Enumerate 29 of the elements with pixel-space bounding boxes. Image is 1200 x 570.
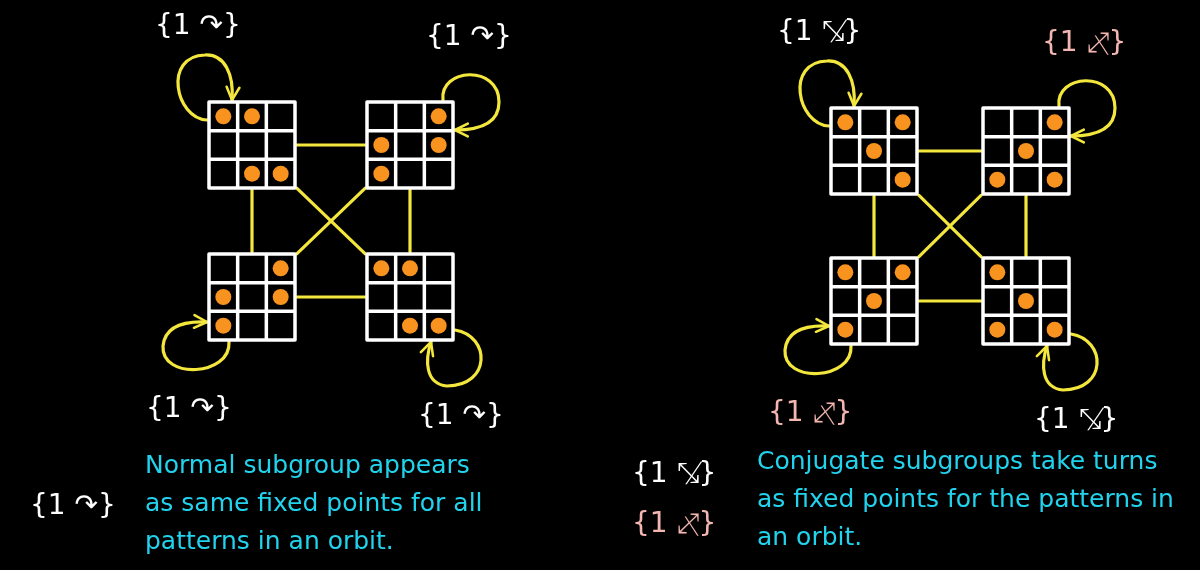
loop-arrow (176, 53, 241, 122)
set-notation: {1 ⤢⃥} (632, 505, 717, 541)
connector-line (295, 295, 367, 299)
pattern-grid (981, 106, 1071, 196)
loop-arrow (419, 328, 483, 388)
loop-arrow (798, 59, 863, 128)
connector-line (250, 188, 254, 254)
pattern-grid (829, 256, 919, 346)
connector-line (917, 299, 983, 303)
pattern-grid (207, 100, 297, 190)
note-text: Conjugate subgroups take turns as fixed points for the patterns in an orbit. (757, 445, 1175, 553)
set-notation: {1 ⤡̸} (632, 455, 717, 491)
loop-arrow (783, 318, 853, 376)
note-text: Normal subgroup appears as same fixed points for all patterns in an orbit. (145, 449, 484, 557)
loop-arrow (441, 73, 501, 138)
loop-arrow (161, 314, 231, 372)
pattern-grid (829, 106, 919, 196)
connector-line (408, 188, 412, 254)
pattern-grid (365, 252, 455, 342)
set-notation: {1 ↷} (30, 487, 116, 523)
connector-line (295, 143, 367, 147)
pattern-grid (365, 100, 455, 190)
connector-line (1024, 194, 1028, 258)
connector-line (917, 149, 983, 153)
pattern-grid (207, 252, 297, 342)
connector-line (872, 194, 876, 258)
loop-arrow (1035, 332, 1099, 392)
loop-arrow (1057, 79, 1117, 144)
pattern-grid (981, 256, 1071, 346)
